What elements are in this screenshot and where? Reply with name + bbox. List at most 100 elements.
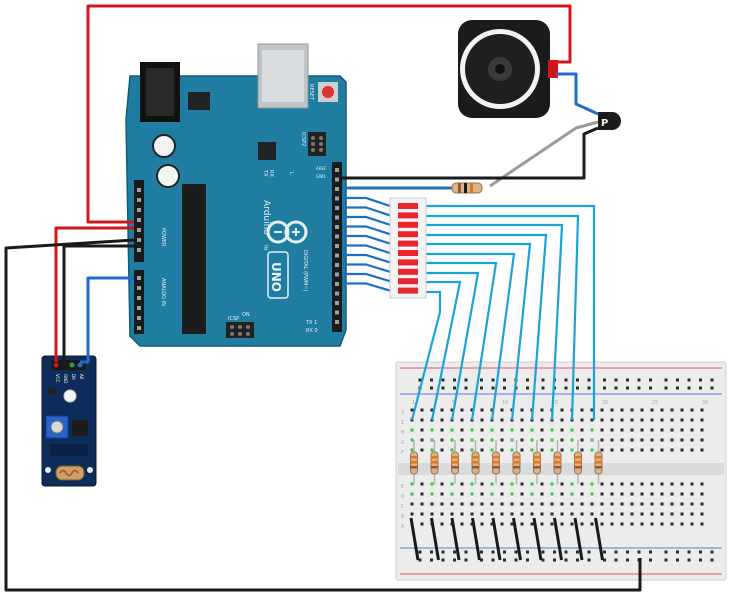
bb-rail-hole: [418, 558, 422, 562]
resistor-band: [472, 466, 479, 469]
bb-hole: [440, 418, 444, 422]
bb-rail-hole: [687, 550, 691, 554]
bb-rail-hole: [541, 386, 545, 390]
bb-hole: [440, 492, 444, 496]
bb-active-hole: [530, 448, 534, 452]
bb-hole: [640, 408, 644, 412]
bb-hole: [650, 522, 654, 526]
bb-active-hole: [590, 492, 594, 496]
wire-blue-speaker-transistor: [556, 72, 599, 116]
bb-rail-hole: [503, 558, 506, 562]
bb-col-number: 10: [502, 400, 508, 406]
bb-hole: [690, 482, 694, 486]
bb-rail-hole: [687, 378, 691, 382]
bb-hole: [480, 408, 484, 412]
bb-active-hole: [470, 482, 474, 486]
wire-cyan-led-breadboard: [426, 271, 480, 421]
bb-hole: [610, 522, 614, 526]
bb-hole: [670, 418, 674, 422]
analog-pin: [137, 276, 141, 280]
bb-hole: [510, 522, 514, 526]
bb-hole: [610, 492, 614, 496]
bb-hole: [490, 522, 494, 526]
sensor-pin-label: VCC: [55, 374, 60, 383]
speaker: [458, 20, 558, 118]
bb-active-hole: [550, 438, 554, 442]
bb-hole: [630, 522, 634, 526]
bb-hole: [670, 522, 674, 526]
bb-hole: [650, 482, 654, 486]
bb-hole: [650, 408, 654, 412]
bb-rail-hole: [564, 386, 568, 390]
bb-hole: [580, 502, 584, 506]
bb-hole: [460, 512, 464, 516]
resistor-band: [431, 461, 438, 464]
bb-hole: [700, 408, 704, 412]
bb-hole: [500, 438, 504, 442]
bb-hole: [520, 482, 524, 486]
bb-hole: [700, 428, 704, 432]
bb-hole: [700, 512, 704, 516]
bb-active-hole: [490, 428, 494, 432]
wire-black-jumper: [471, 517, 481, 561]
wire-red-sensor-vcc: [54, 226, 134, 362]
bb-rail-hole: [614, 378, 618, 382]
bb-hole: [620, 418, 624, 422]
bb-hole: [640, 418, 644, 422]
bb-hole: [520, 428, 524, 432]
wire-black-transistor-gnd: [342, 126, 599, 180]
bb-hole: [690, 418, 694, 422]
sensor-pin-label: A0: [79, 374, 84, 380]
capacitor: [152, 134, 176, 158]
bb-hole: [480, 492, 484, 496]
bb-hole: [520, 512, 524, 516]
bb-active-hole: [510, 482, 514, 486]
bb-hole: [480, 522, 484, 526]
bb-active-hole: [510, 428, 514, 432]
bb-hole: [580, 438, 584, 442]
bb-hole: [420, 502, 424, 506]
bb-hole: [640, 428, 644, 432]
wire-black-jumper: [594, 517, 604, 561]
bb-hole: [610, 482, 614, 486]
led-segment: [398, 212, 418, 219]
bb-hole: [460, 492, 464, 496]
wire-blue-pin-led: [342, 225, 391, 236]
bb-hole: [600, 418, 604, 422]
wire-black-jumper: [491, 517, 502, 561]
bb-active-hole: [490, 492, 494, 496]
bb-hole: [560, 512, 564, 516]
bb-hole: [610, 512, 614, 516]
resistor-band: [451, 456, 459, 459]
bb-active-hole: [590, 448, 594, 452]
bb-rail-hole: [553, 558, 556, 562]
bb-hole: [540, 438, 544, 442]
bb-hole: [680, 418, 684, 422]
wire-blue-a0-sensor: [80, 276, 134, 364]
resistor-band: [410, 461, 418, 464]
bb-hole: [420, 428, 424, 432]
bb-hole: [480, 502, 484, 506]
analog-label: ANALOG IN: [160, 278, 166, 306]
bb-rail-hole: [676, 378, 679, 382]
bb-rail-hole: [664, 558, 668, 562]
bb-active-hole: [550, 492, 554, 496]
power-pin: [137, 228, 141, 232]
arduino-logo: [266, 220, 308, 244]
digital-pin: [335, 234, 339, 239]
bb-rail-hole: [541, 550, 545, 554]
bb-hole: [660, 418, 664, 422]
tx-label: TX: [262, 169, 268, 177]
bb-rail-hole: [453, 558, 456, 562]
bb-hole: [580, 418, 584, 422]
bb-hole: [680, 448, 684, 452]
resistor-band: [554, 456, 561, 459]
bb-rail-hole: [453, 386, 456, 390]
bb-rail-hole: [710, 558, 714, 562]
bb-hole: [500, 482, 504, 486]
bb-hole: [540, 428, 544, 432]
wire-red-5v-speaker: [86, 4, 572, 224]
bb-hole: [620, 408, 624, 412]
bb-active-hole: [450, 438, 454, 442]
resistor-band: [554, 466, 561, 469]
